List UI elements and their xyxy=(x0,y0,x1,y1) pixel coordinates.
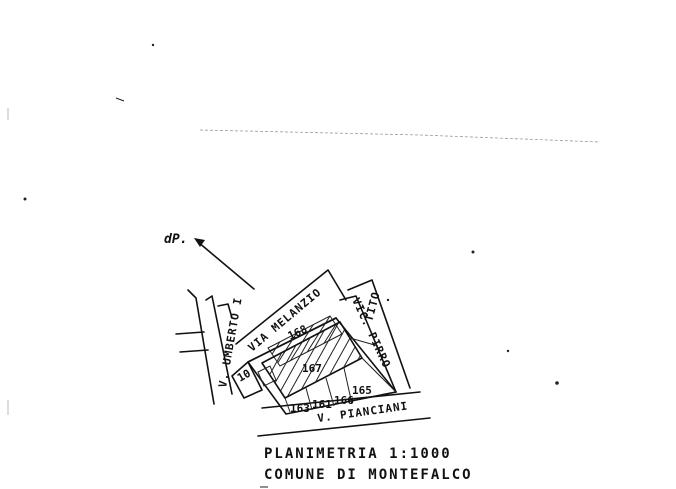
scan-artifacts xyxy=(7,43,601,488)
parcel-number: 166 xyxy=(334,394,354,407)
caption-line-1: PLANIMETRIA 1:1000 xyxy=(264,446,452,462)
parcel-number: 161 xyxy=(312,398,332,411)
parcel-numbers: 10 168 167 165 166 161 163 xyxy=(235,323,372,415)
north-label: dP. xyxy=(164,232,187,247)
map-caption: PLANIMETRIA 1:1000 COMUNE DI MONTEFALCO xyxy=(264,446,473,483)
caption-line-2: COMUNE DI MONTEFALCO xyxy=(264,467,473,483)
parcel-number: 167 xyxy=(302,362,322,375)
parcel-number: 10 xyxy=(235,367,253,385)
parcel-number: 163 xyxy=(290,402,310,415)
parcel-number: 165 xyxy=(352,384,372,397)
north-arrow: dP. xyxy=(164,232,255,290)
street-label-tito: TITO xyxy=(362,290,382,323)
